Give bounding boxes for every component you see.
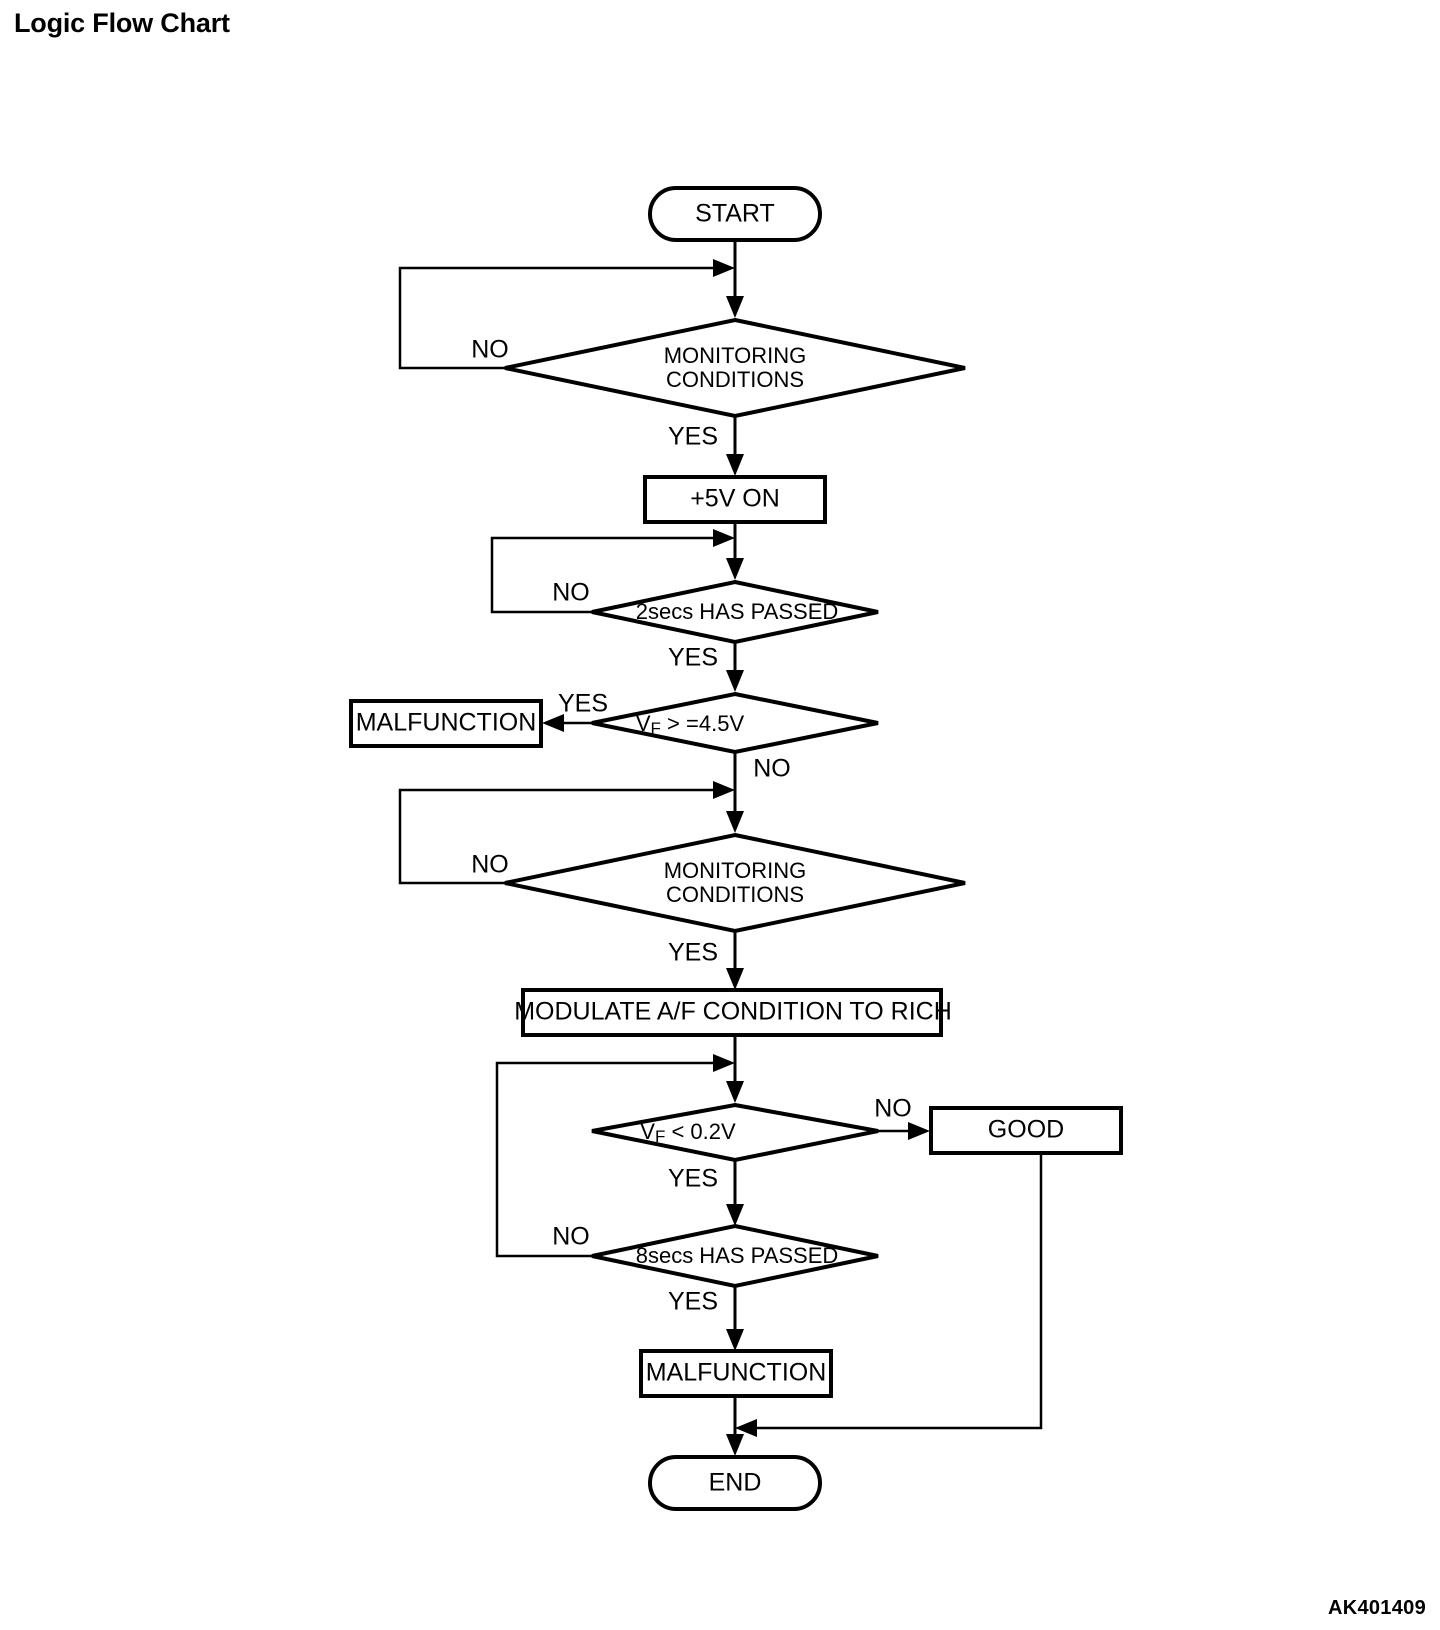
- arrowhead-down: [726, 558, 744, 580]
- node-modulate-af: MODULATE A/F CONDITION TO RICH: [514, 988, 952, 1037]
- good-label: GOOD: [988, 1116, 1064, 1144]
- vf45-label: VF > =4.5V: [636, 711, 745, 739]
- edge-plus5v-to-2secs: [726, 522, 744, 580]
- branch-label-yes: YES: [558, 690, 608, 718]
- malfunction-lower-label: MALFUNCTION: [646, 1359, 827, 1387]
- edge-good-to-end: [735, 1153, 1043, 1437]
- malfunction-upper-label: MALFUNCTION: [356, 709, 537, 737]
- end-label: END: [709, 1469, 762, 1497]
- edge-vf45-yes-to-malfunction: YES: [542, 690, 608, 732]
- edge-malfunction-to-end: [726, 1396, 744, 1456]
- arrowhead-down: [726, 296, 744, 318]
- start-label: START: [695, 200, 775, 228]
- branch-label-no: NO: [552, 579, 590, 607]
- arrowhead-down: [726, 1329, 744, 1351]
- monitoring1-label-line1: MONITORING: [664, 343, 807, 368]
- malfunction-lower-shape: [639, 1349, 833, 1398]
- node-2secs-has-passed: 2secs HAS PASSED: [591, 579, 879, 645]
- modulate-shape: [521, 988, 943, 1037]
- malfunction-upper-shape: [349, 699, 543, 748]
- end-shape: [648, 1455, 822, 1511]
- branch-label-yes: YES: [668, 1165, 718, 1193]
- arrowhead-down: [726, 811, 744, 833]
- edge-vf02-yes: YES: [668, 1160, 744, 1226]
- node-monitoring-conditions-2: MONITORING CONDITIONS: [504, 832, 966, 934]
- arrowhead-down: [726, 968, 744, 990]
- watermark-code: AK401409: [1327, 1597, 1426, 1619]
- arrowhead-right: [713, 259, 735, 277]
- branch-label-yes: YES: [668, 423, 718, 451]
- arrowhead-left: [735, 1419, 757, 1437]
- node-good: GOOD: [929, 1106, 1123, 1155]
- arrowhead-down: [726, 1434, 744, 1456]
- node-plus5v-on: +5V ON: [643, 475, 827, 524]
- arrowhead-right: [908, 1122, 930, 1140]
- arrowhead-down: [726, 1081, 744, 1103]
- node-end: END: [648, 1455, 822, 1511]
- arrowhead-right: [713, 1054, 735, 1072]
- node-malfunction-upper: MALFUNCTION: [349, 699, 543, 748]
- arrowhead-right: [713, 529, 735, 547]
- arrowhead-right: [713, 781, 735, 799]
- monitoring2-label-line2: CONDITIONS: [666, 882, 804, 907]
- branch-label-yes: YES: [668, 644, 718, 672]
- plus5v-label: +5V ON: [690, 485, 780, 513]
- plus5v-shape: [643, 475, 827, 524]
- 2secs-label: 2secs HAS PASSED: [636, 599, 839, 624]
- arrowhead-down: [726, 454, 744, 476]
- edge-start-to-monitoring1: [726, 240, 744, 318]
- edge-8secs-no-loop: NO: [495, 1054, 735, 1258]
- branch-label-no: NO: [753, 755, 791, 783]
- branch-label-no: NO: [471, 851, 509, 879]
- edge-2secs-no-loop: NO: [490, 529, 735, 614]
- node-vf-ge-4p5v: VF > =4.5V: [591, 691, 879, 755]
- arrowhead-down: [726, 670, 744, 692]
- node-vf-lt-0p2v: VF < 0.2V: [591, 1102, 879, 1163]
- edge-monitoring2-yes: YES: [668, 931, 744, 990]
- modulate-label: MODULATE A/F CONDITION TO RICH: [514, 998, 952, 1026]
- arrowhead-left: [542, 714, 564, 732]
- vf02-label: VF < 0.2V: [640, 1119, 736, 1147]
- monitoring2-label-line1: MONITORING: [664, 858, 807, 883]
- branch-label-no: NO: [874, 1095, 912, 1123]
- edge-monitoring1-no-loop: NO: [398, 259, 735, 370]
- node-8secs-has-passed: 8secs HAS PASSED: [591, 1223, 879, 1289]
- branch-label-no: NO: [552, 1223, 590, 1251]
- node-malfunction-lower: MALFUNCTION: [639, 1349, 833, 1398]
- branch-label-no: NO: [471, 336, 509, 364]
- edge-2secs-yes: YES: [668, 642, 744, 692]
- node-monitoring-conditions-1: MONITORING CONDITIONS: [504, 317, 966, 419]
- node-start: START: [648, 186, 822, 242]
- edge-8secs-yes: YES: [668, 1286, 744, 1351]
- branch-label-yes: YES: [668, 939, 718, 967]
- edge-vf02-no-to-good: NO: [874, 1095, 930, 1140]
- arrowhead-down: [726, 1204, 744, 1226]
- good-shape: [929, 1106, 1123, 1155]
- edge-monitoring1-yes: YES: [668, 416, 744, 476]
- edge-vf45-no: NO: [726, 752, 791, 833]
- branch-label-yes: YES: [668, 1288, 718, 1316]
- page-title: Logic Flow Chart: [14, 8, 230, 38]
- edge-monitoring2-no-loop: NO: [398, 781, 735, 885]
- edge-modulate-to-vf02: [726, 1035, 744, 1103]
- monitoring1-label-line2: CONDITIONS: [666, 367, 804, 392]
- 8secs-label: 8secs HAS PASSED: [636, 1243, 839, 1268]
